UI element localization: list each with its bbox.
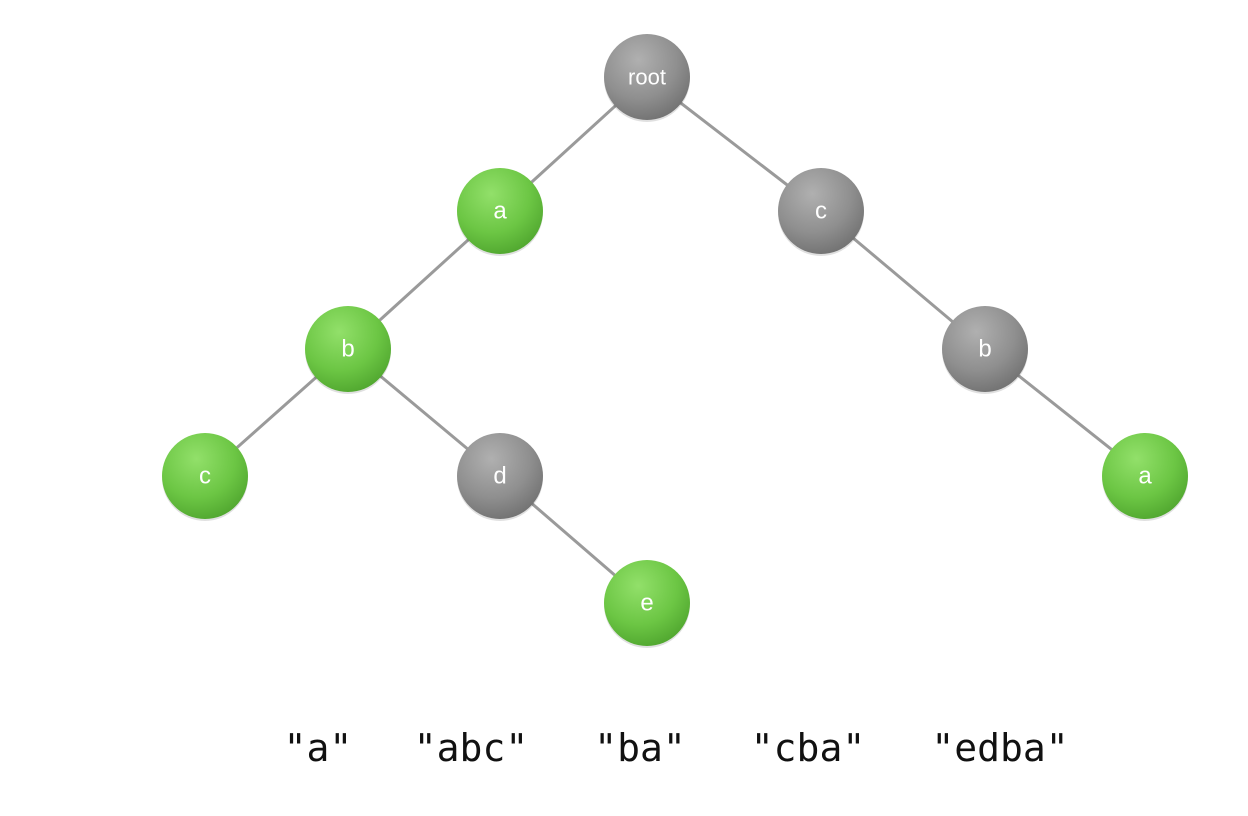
marked-node-circle [162, 433, 248, 519]
marked-node-circle [1102, 433, 1188, 519]
trie-node-d1: d [457, 433, 543, 521]
word-cba: "cba" [750, 726, 866, 770]
trie-node-c2: c [162, 433, 248, 521]
node-label: e [640, 590, 653, 617]
trie-node-a2: a [1102, 433, 1188, 521]
inserted-words: "a" "abc" "ba" "cba" "edba" [0, 718, 1248, 778]
unmarked-node-circle [778, 168, 864, 254]
word-a: "a" [283, 726, 353, 770]
node-label: b [978, 336, 991, 363]
marked-node-circle [604, 560, 690, 646]
word-abc: "abc" [413, 726, 529, 770]
marked-node-circle [305, 306, 391, 392]
unmarked-node-circle [457, 433, 543, 519]
word-ba: "ba" [594, 726, 686, 770]
node-label: a [1138, 463, 1152, 490]
node-label: d [493, 463, 506, 490]
node-label: a [493, 198, 507, 225]
unmarked-node-circle [604, 34, 690, 120]
trie-node-e1: e [604, 560, 690, 648]
node-label: root [628, 65, 666, 90]
trie-node-b2: b [942, 306, 1028, 394]
node-label: c [815, 198, 827, 225]
marked-node-circle [457, 168, 543, 254]
trie-node-c1: c [778, 168, 864, 256]
word-edba: "edba" [931, 726, 1069, 770]
trie-node-root: root [604, 34, 690, 122]
node-label: c [199, 463, 211, 490]
trie-node-b1: b [305, 306, 391, 394]
unmarked-node-circle [942, 306, 1028, 392]
node-label: b [341, 336, 354, 363]
trie-node-a1: a [457, 168, 543, 256]
nodes-group: root a c b c d e b a [162, 34, 1188, 648]
